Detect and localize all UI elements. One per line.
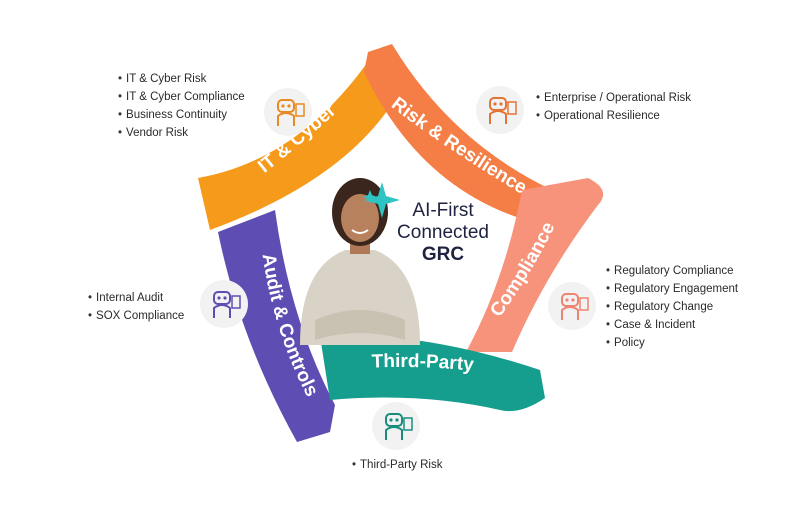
list-item: Case & Incident — [606, 316, 738, 334]
list-item: SOX Compliance — [88, 307, 184, 325]
list-item: Regulatory Change — [606, 298, 738, 316]
svg-text:Third-Party: Third-Party — [371, 351, 475, 376]
list-item: IT & Cyber Risk — [118, 70, 245, 88]
list-item: Business Continuity — [118, 106, 245, 124]
center-title-line2: Connected — [397, 222, 489, 243]
it-cyber-robot-icon — [264, 88, 312, 136]
risk-resilience-robot-icon — [476, 86, 524, 134]
list-item: Regulatory Engagement — [606, 280, 738, 298]
compliance-arc — [466, 178, 604, 352]
third-party-list: Third-Party Risk — [352, 456, 442, 474]
list-item: Internal Audit — [88, 289, 184, 307]
person-illustration — [300, 178, 420, 345]
audit-controls-robot-icon — [200, 280, 248, 328]
list-item: Regulatory Compliance — [606, 262, 738, 280]
compliance-robot-icon — [548, 282, 596, 330]
sparkle-icon — [363, 182, 400, 218]
compliance-list: Regulatory Compliance Regulatory Engagem… — [606, 262, 738, 352]
third-party-arc — [320, 335, 545, 412]
list-item: IT & Cyber Compliance — [118, 88, 245, 106]
list-item: Third-Party Risk — [352, 456, 442, 474]
list-item: Vendor Risk — [118, 124, 245, 142]
center-title: AI-First Connected GRC — [388, 200, 498, 266]
third-party-label: Third-Party — [371, 351, 475, 376]
center-title-line1: AI-First — [412, 200, 474, 221]
third-party-robot-icon — [372, 402, 420, 450]
list-item: Enterprise / Operational Risk — [536, 89, 691, 107]
risk-resilience-arc — [364, 44, 548, 222]
risk-resilience-list: Enterprise / Operational Risk Operationa… — [536, 89, 691, 125]
audit-controls-arc — [218, 210, 335, 442]
center-title-line3: GRC — [421, 244, 465, 265]
it-cyber-arc — [198, 56, 407, 230]
list-item: Policy — [606, 334, 738, 352]
list-item: Operational Resilience — [536, 107, 691, 125]
audit-controls-list: Internal Audit SOX Compliance — [88, 289, 184, 325]
it-cyber-list: IT & Cyber Risk IT & Cyber Compliance Bu… — [118, 70, 245, 142]
